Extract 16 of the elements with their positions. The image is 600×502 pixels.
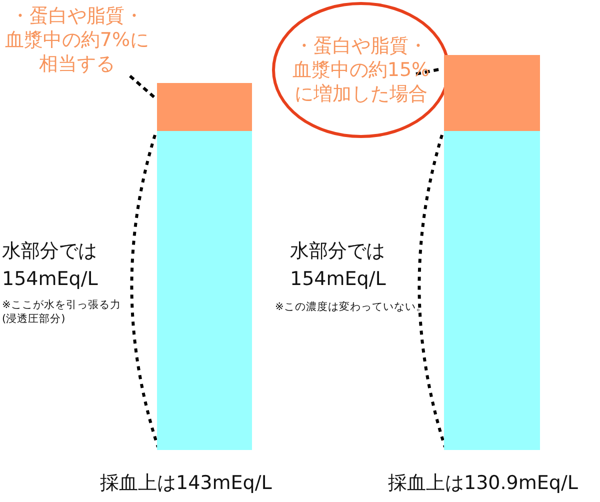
water-concentration-text: 水部分では: [2, 239, 97, 264]
protein-lipid-bar-segment: [444, 55, 540, 131]
annotation-text: ・蛋白や脂質・血漿中の約7%に相当する: [2, 4, 152, 76]
water-concentration-text: 154mEq/L: [290, 268, 386, 290]
water-bar-segment: [157, 131, 252, 450]
annotation-text: ・蛋白や脂質・血漿中の約15%に増加した場合: [291, 34, 431, 106]
note-text: ※ここが水を引っ張る力(浸透圧部分): [2, 298, 122, 326]
leader-line: [416, 68, 442, 76]
water-concentration-text: 水部分では: [290, 239, 385, 264]
note-text: ※この濃度は変わっていない。: [275, 300, 427, 314]
water-concentration-text: 154mEq/L: [2, 268, 98, 290]
measured-value-text: 採血上は143mEq/L: [100, 471, 272, 496]
measured-value-text: 採血上は130.9mEq/L: [388, 471, 578, 496]
leader-line: [129, 74, 155, 98]
water-bar-segment: [444, 131, 540, 450]
protein-lipid-bar-segment: [157, 83, 252, 131]
